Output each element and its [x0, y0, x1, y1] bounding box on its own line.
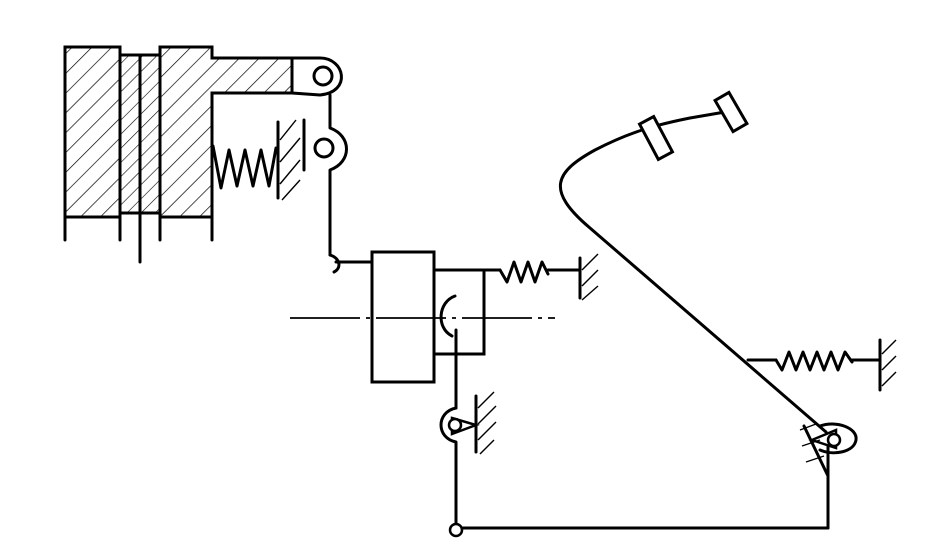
- friction-disc-1: [118, 53, 142, 215]
- bearing-outer: [370, 250, 436, 384]
- pressure-spring: [211, 118, 306, 201]
- friction-disc-2: [138, 53, 162, 215]
- release-bearing: [290, 250, 555, 384]
- clutch-disc-pack: [63, 45, 294, 264]
- pedal-pad-2: [713, 90, 749, 134]
- linkage-rod: [448, 440, 830, 538]
- flywheel-plate: [63, 45, 122, 219]
- linkage-joint: [448, 522, 464, 538]
- pressure-plate: [158, 45, 294, 219]
- pressure-plate-lever: [290, 56, 374, 274]
- pedal-pivot: [799, 422, 858, 478]
- pedal-pad-1: [637, 114, 675, 162]
- release-fork: [439, 328, 497, 532]
- lever-top-pivot: [312, 65, 334, 87]
- pedal-return-spring: [746, 338, 897, 392]
- clutch-pedal: [559, 90, 828, 434]
- lever-mid-pivot: [313, 137, 335, 159]
- return-spring: [482, 253, 599, 301]
